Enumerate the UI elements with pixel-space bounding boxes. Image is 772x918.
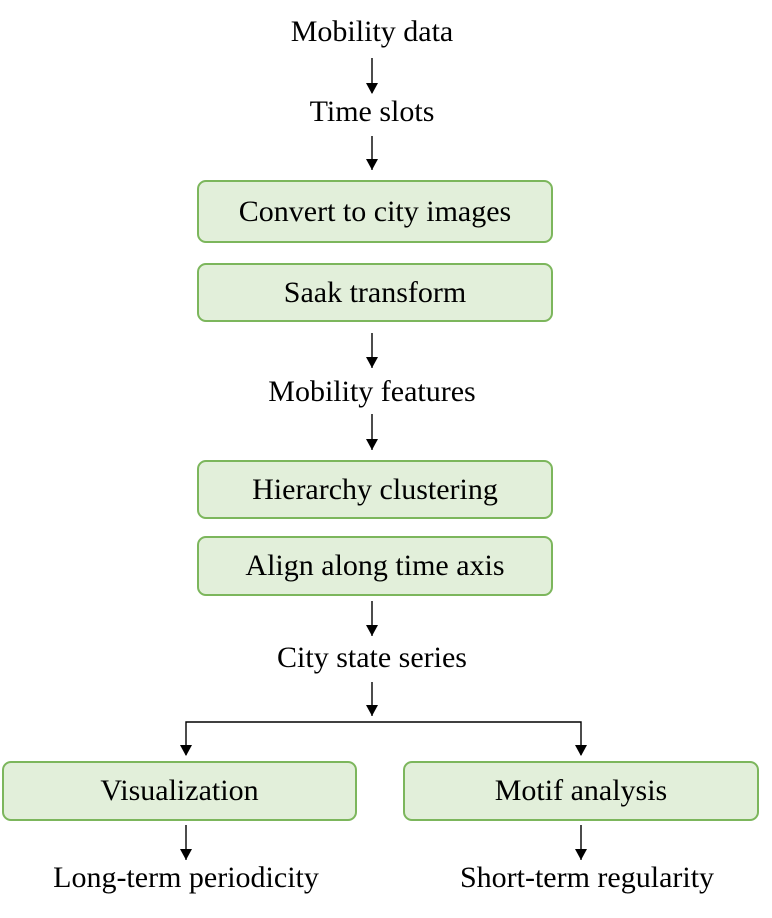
arrowhead-saak-to-features xyxy=(366,357,378,368)
branch-connector xyxy=(185,721,582,755)
arrowhead-viz-to-long xyxy=(180,849,192,860)
mobility-data-label: Mobility data xyxy=(290,15,454,48)
motif-label: Motif analysis xyxy=(494,774,668,807)
hierarchy-clustering-box: Hierarchy clustering xyxy=(197,460,553,519)
saak-label: Saak transform xyxy=(283,275,467,309)
city-state-series-label: City state series xyxy=(277,641,467,674)
saak-transform-box: Saak transform xyxy=(197,263,553,322)
arrowhead-data-to-slots xyxy=(366,83,378,94)
visualization-box: Visualization xyxy=(2,761,357,821)
arrowhead-motif-to-short xyxy=(575,849,587,860)
time-slots-label: Time slots xyxy=(309,95,435,128)
arrowhead-slots-to-convert xyxy=(366,159,378,170)
arrowhead-align-to-series xyxy=(366,625,378,636)
arrowhead-to-visualization xyxy=(180,745,192,756)
long-term-periodicity-label: Long-term periodicity xyxy=(53,861,319,894)
arrowhead-series-down xyxy=(366,705,378,716)
motif-analysis-box: Motif analysis xyxy=(403,761,759,821)
convert-label: Convert to city images xyxy=(238,194,512,228)
convert-to-city-images-box: Convert to city images xyxy=(197,180,553,243)
arrowhead-to-motif xyxy=(575,745,587,756)
align-label: Align along time axis xyxy=(245,549,505,582)
visualization-label: Visualization xyxy=(100,774,259,807)
mobility-features-label: Mobility features xyxy=(268,375,476,408)
align-time-axis-box: Align along time axis xyxy=(197,536,553,596)
short-term-regularity-label: Short-term regularity xyxy=(459,861,715,894)
cluster-label: Hierarchy clustering xyxy=(252,472,498,506)
arrowhead-features-to-cluster xyxy=(366,439,378,450)
